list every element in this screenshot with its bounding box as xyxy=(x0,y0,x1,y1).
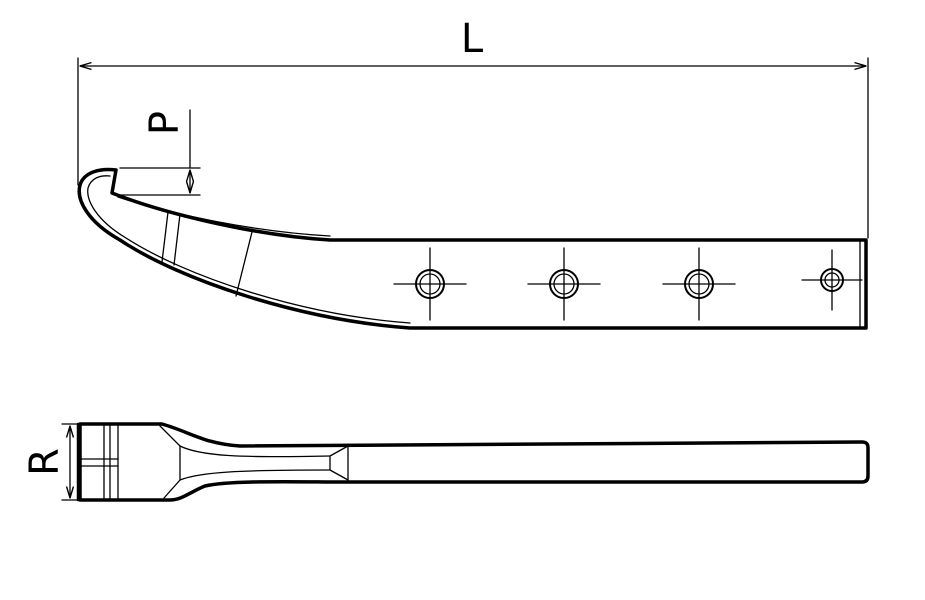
hole-2 xyxy=(527,247,601,321)
blade-outline xyxy=(77,167,868,330)
hole-3 xyxy=(662,247,736,321)
bevel-line-2 xyxy=(173,213,181,266)
blade-inner-edge-bottom xyxy=(87,175,411,324)
bevel-line-3 xyxy=(235,231,253,297)
bevel-taper-bottom xyxy=(179,469,331,481)
label-r: R xyxy=(22,448,68,476)
label-l: L xyxy=(461,16,484,62)
dimension-l: L xyxy=(77,16,869,239)
blade-side-view xyxy=(76,422,870,502)
blade-inner-edge-top xyxy=(117,196,331,237)
bevel-taper-top xyxy=(179,445,331,458)
side-outline xyxy=(78,422,870,502)
hole-4 xyxy=(801,249,863,311)
hole-1 xyxy=(393,247,467,321)
mounting-holes xyxy=(393,247,863,321)
blade-top-view xyxy=(77,167,868,330)
label-p: P xyxy=(142,111,188,135)
bevel-face xyxy=(159,425,181,499)
dimension-r: R xyxy=(22,423,85,501)
bevel-end xyxy=(329,445,349,481)
bevel-line-1 xyxy=(161,211,169,263)
dimension-p: P xyxy=(117,109,201,196)
